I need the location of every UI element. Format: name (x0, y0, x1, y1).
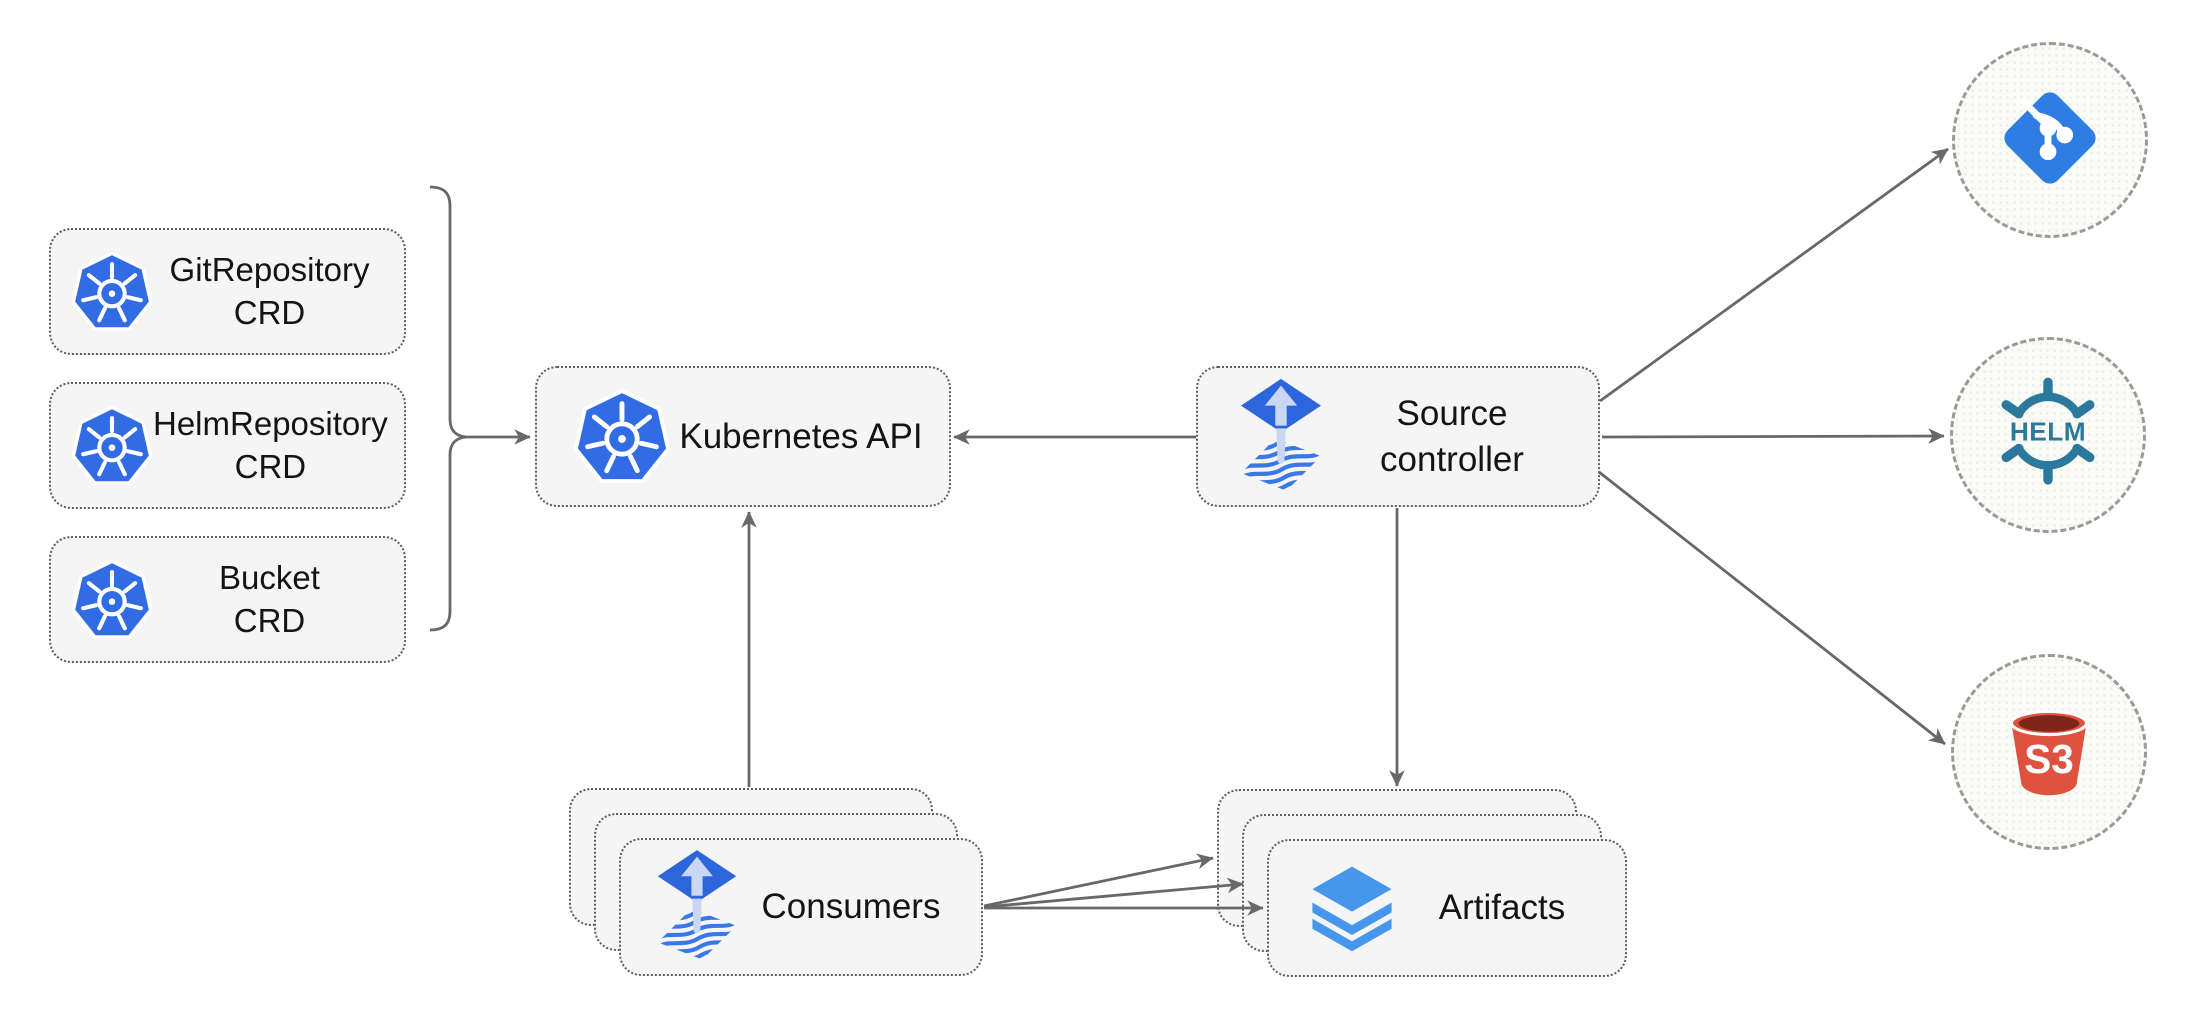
kubernetes-icon (71, 405, 153, 487)
node-bucket-crd: Bucket CRD (49, 536, 406, 663)
crd-label-line1: Bucket (219, 558, 320, 596)
flux-icon (1238, 377, 1324, 497)
crd-label-line2: CRD (233, 293, 306, 331)
source-controller-line1: Source (1396, 394, 1508, 433)
node-label: HelmRepository CRD (153, 403, 406, 489)
helm-icon: HELM (1987, 372, 2109, 499)
node-source-controller: Source controller (1196, 366, 1600, 507)
arrow-consumers-to-artifacts-middle (983, 877, 1244, 909)
node-consumers: Consumers (619, 838, 983, 976)
crd-label-line2: CRD (234, 447, 307, 485)
endpoint-helm: HELM (1950, 337, 2146, 533)
crd-label-line2: CRD (233, 601, 306, 639)
s3-wordmark: S3 (2024, 736, 2074, 782)
endpoint-s3: S3 (1951, 654, 2147, 850)
s3-icon: S3 (1996, 694, 2102, 811)
flux-icon (655, 848, 739, 966)
artifacts-label: Artifacts (1438, 888, 1566, 928)
node-artifacts: Artifacts (1267, 839, 1627, 977)
node-label: Bucket CRD (153, 557, 404, 643)
helm-wordmark: HELM (2010, 416, 2086, 446)
grouping-bracket (429, 185, 467, 632)
node-label: GitRepository CRD (153, 249, 404, 335)
node-label: Source controller (1324, 391, 1598, 482)
git-icon (1991, 79, 2109, 202)
node-kubernetes-api: Kubernetes API (535, 366, 951, 507)
arrow-source-controller-to-s3 (1598, 470, 1946, 746)
crd-label-line1: GitRepository (169, 250, 370, 288)
kubernetes-icon (71, 559, 153, 641)
kubernetes-icon (71, 251, 153, 333)
arrow-consumers-to-artifacts-back (983, 853, 1214, 908)
kubernetes-api-label: Kubernetes API (679, 416, 923, 456)
endpoint-git (1952, 42, 2148, 238)
arrow-source-controller-to-git (1599, 147, 1949, 403)
node-helmrepository-crd: HelmRepository CRD (49, 382, 406, 509)
consumers-label: Consumers (761, 887, 941, 927)
layers-icon (1307, 863, 1397, 953)
kubernetes-icon (573, 388, 671, 486)
source-controller-line2: controller (1380, 439, 1524, 479)
arrow-source-controller-to-helm (1601, 428, 1945, 444)
node-gitrepository-crd: GitRepository CRD (49, 228, 406, 355)
crd-label-line1: HelmRepository (153, 404, 388, 442)
